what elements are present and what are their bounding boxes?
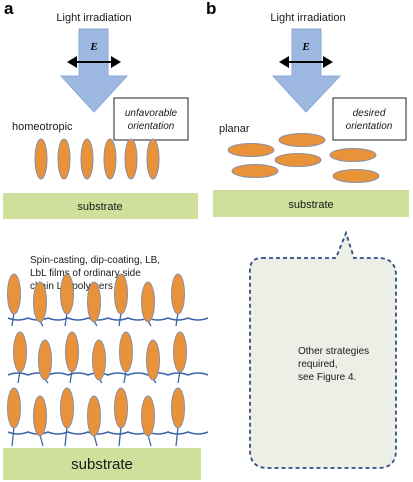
polymer-spacer [64,426,68,447]
panel-a-bottom-substrate-label: substrate [71,456,133,473]
film-mesogen [173,331,187,373]
film-mesogen [7,273,21,315]
planar-mesogen [332,169,380,183]
film-mesogen [60,387,74,429]
film-mesogen [141,281,155,323]
polymer-spacer [147,434,152,447]
panel-b-callout-line2: orientation [346,121,393,132]
film-mesogen [33,281,47,323]
polymer-spacer [69,370,73,384]
polymer-spacer [93,434,98,447]
panel-a-substrate-label: substrate [77,201,122,213]
film-mesogen [92,339,106,381]
planar-mesogen [227,143,275,157]
polymer-spacer [39,434,44,447]
polymer-spacer [11,426,15,447]
film-mesogen [38,339,52,381]
panel-a: a Light irradiation E unfavorable orient… [3,0,209,480]
planar-mesogen [278,133,326,147]
panel-b-efield-arrow [279,56,333,68]
film-mesogen [60,273,74,315]
polymer-spacer [175,426,179,447]
speech-bubble [249,230,397,469]
panel-b-letter: b [206,0,216,18]
panel-b-light-label: Light irradiation [270,12,345,24]
panel-b-orientation-label: planar [219,123,250,135]
film-mesogen [171,273,185,315]
polymer-spacer [64,312,68,327]
panel-a-callout-line1: unfavorable [125,108,178,119]
panel-b-substrate-label: substrate [288,199,333,211]
panel-b-callout-box [332,97,407,141]
film-mesogen [146,339,160,381]
bubble-text-line1: Other strategies [298,346,369,357]
panel-b-substrate [213,190,409,217]
film-mesogen [33,395,47,437]
polymer-spacer [11,312,15,327]
polymer-film [7,273,209,447]
homeotropic-mesogen-group [34,138,160,180]
planar-mesogen [329,148,377,162]
planar-mesogen [231,164,279,178]
film-mesogen [141,395,155,437]
panel-a-callout-line2: orientation [128,121,175,132]
homeotropic-mesogen [80,138,94,180]
polymer-spacer [118,312,122,327]
panel-a-efield-arrow [67,56,121,68]
panel-a-orientation-label: homeotropic [12,121,73,133]
film-mesogen [87,281,101,323]
panel-a-light-arrow [59,28,129,113]
film-text-line1: Spin-casting, dip-coating, LB, [30,255,160,266]
film-text-line2: LbL films of ordinary side [30,268,141,279]
panel-a-letter: a [4,0,14,18]
polymer-spacer [177,370,181,384]
polymer-spacer [17,370,21,384]
film-mesogen [119,331,133,373]
film-mesogen [13,331,27,373]
polymer-spacer [123,370,127,384]
film-mesogen [171,387,185,429]
homeotropic-mesogen [34,138,48,180]
panel-a-substrate [3,193,198,219]
panel-a-callout-box [113,97,189,141]
homeotropic-mesogen [124,138,138,180]
panel-b-light-arrow [271,28,342,113]
panel-a-efield-label: E [89,41,97,53]
polymer-spacer [175,312,179,327]
panel-b-callout-line1: desired [353,108,386,119]
film-mesogen [65,331,79,373]
bubble-text-line3: see Figure 4. [298,372,356,383]
planar-mesogen-group [227,133,380,183]
polymer-spacer [118,426,122,447]
bubble-text-line2: required, [298,359,337,370]
film-mesogen [87,395,101,437]
film-mesogen [7,387,21,429]
panel-b-efield-label: E [301,41,309,53]
panel-a-bottom-substrate [3,448,201,480]
panel-a-light-label: Light irradiation [56,12,131,24]
polymer-backbone [7,372,209,376]
panel-b: b Light irradiation E desired orientatio… [206,0,409,469]
film-mesogen [114,387,128,429]
homeotropic-mesogen [146,138,160,180]
film-mesogen [114,273,128,315]
planar-mesogen [274,153,322,167]
homeotropic-mesogen [57,138,71,180]
homeotropic-mesogen [103,138,117,180]
